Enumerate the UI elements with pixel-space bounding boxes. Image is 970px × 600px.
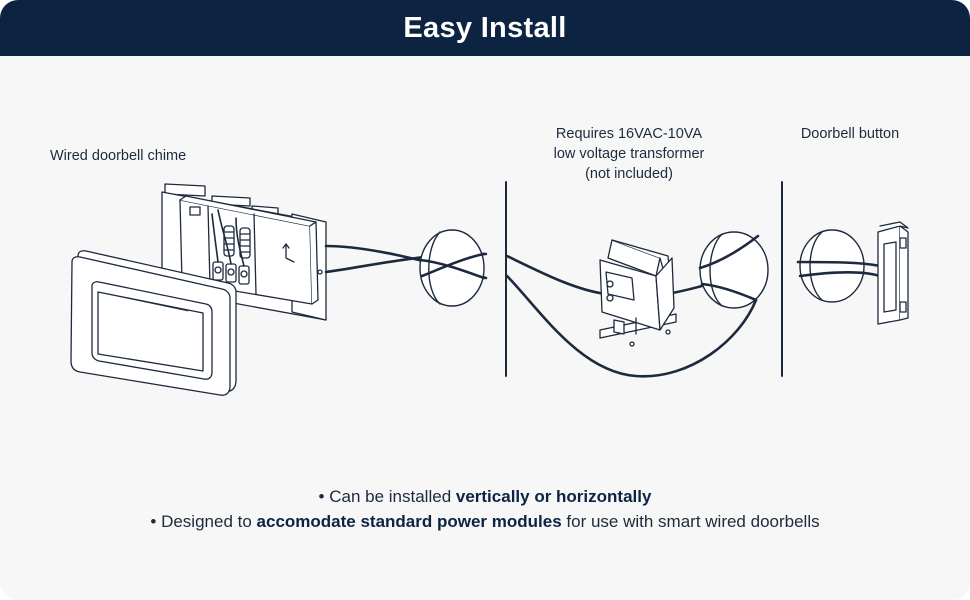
doorbell-button-icon: [877, 221, 909, 325]
transformer-icon: [599, 239, 677, 347]
doorbell-button-label: Doorbell button: [780, 124, 920, 144]
chime-base-icon: [161, 183, 327, 321]
page-title: Easy Install: [403, 11, 567, 44]
wire-to-button: [796, 260, 882, 278]
wire-through-hole-2: [698, 234, 760, 302]
header-bar: Easy Install: [0, 0, 970, 56]
chime-wires: [211, 209, 245, 267]
wall-hole-3-icon: [799, 229, 865, 303]
transformer-label: Requires 16VAC-10VA low voltage transfor…: [518, 124, 740, 184]
chime-label-text: Wired doorbell chime: [50, 148, 187, 164]
transformer-label-line2: low voltage transformer: [553, 146, 705, 162]
note-text: Can be installed: [329, 487, 456, 506]
doorbell-button-label-text: Doorbell button: [800, 126, 900, 142]
transformer-label-line1: Requires 16VAC-10VA: [555, 126, 703, 142]
note-bullet: •: [318, 487, 325, 506]
note-emphasis: vertically or horizontally: [455, 487, 652, 506]
note-bullet: •: [150, 512, 157, 531]
note-text-end: for use with smart wired doorbells: [561, 512, 820, 531]
note-item: • Designed to accomodate standard power …: [0, 509, 970, 534]
wall-hole-2-icon: [699, 231, 769, 309]
chime-label: Wired doorbell chime: [50, 146, 186, 166]
note-item: • Can be installed vertically or horizon…: [0, 484, 970, 509]
note-text: Designed to: [161, 512, 257, 531]
transformer-label-line3: (not included): [585, 166, 673, 182]
note-emphasis: accomodate standard power modules: [256, 512, 562, 531]
wire-through-hole-1: [418, 252, 486, 280]
chime-cover-icon: [70, 250, 237, 396]
feature-notes: • Can be installed vertically or horizon…: [0, 484, 970, 534]
